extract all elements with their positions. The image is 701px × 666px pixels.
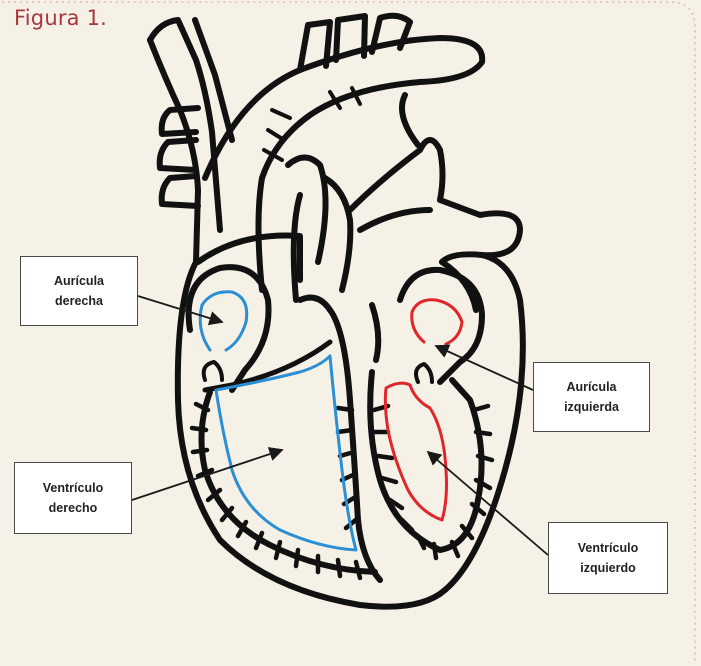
label-ventriculo-derecho: Ventrículo derecho	[14, 462, 132, 534]
label-auricula-izquierda-text: Aurícula izquierda	[564, 377, 619, 417]
label-ventriculo-derecho-text: Ventrículo derecho	[43, 478, 103, 518]
label-auricula-derecha: Aurícula derecha	[20, 256, 138, 326]
label-ventriculo-izquierdo: Ventrículo izquierdo	[548, 522, 668, 594]
label-auricula-izquierda: Aurícula izquierda	[533, 362, 650, 432]
label-auricula-derecha-text: Aurícula derecha	[54, 271, 104, 311]
arrow-auricula-izquierda	[436, 346, 533, 390]
arrow-ventriculo-derecho	[132, 450, 282, 500]
arrow-auricula-derecha	[138, 296, 222, 322]
arrow-ventriculo-izquierdo	[428, 452, 548, 555]
label-ventriculo-izquierdo-text: Ventrículo izquierdo	[578, 538, 638, 578]
